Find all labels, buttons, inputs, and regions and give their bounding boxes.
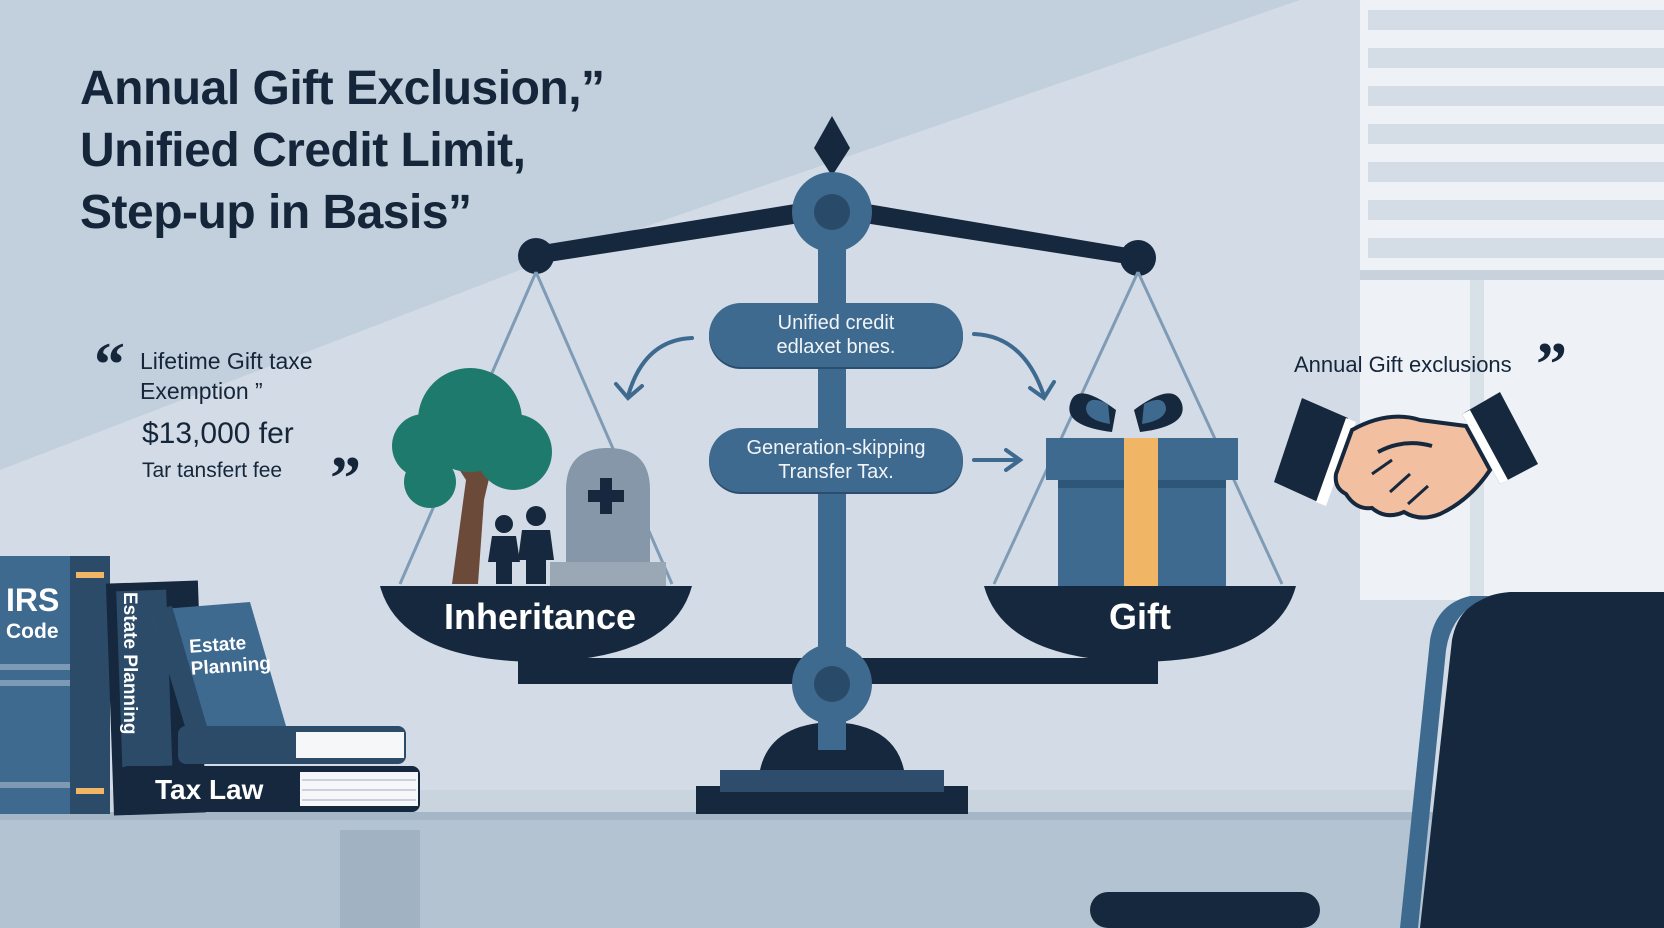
left-callout-amount: $13,000 fer: [142, 417, 294, 450]
generation-skipping-line-1: Generation-skipping: [746, 437, 926, 459]
gravestone-icon: [550, 448, 666, 586]
left-callout-line-2: Exemption ”: [140, 378, 263, 404]
gift-pan-label: Gift: [1109, 596, 1171, 637]
window-blinds: [1360, 0, 1664, 600]
headline: Annual Gift Exclusion,” Unified Credit L…: [80, 58, 605, 244]
left-callout-subtext: Tar tansfert fee: [142, 459, 283, 482]
tree-icon: [392, 368, 552, 584]
headline-line-3: Step-up in Basis”: [80, 186, 472, 239]
book-stack: [0, 556, 420, 816]
unified-credit-line-2: edlaxet bnes.: [776, 336, 896, 358]
left-callout-line-1: Lifetime Gift taxe: [140, 348, 313, 374]
balance-scale-icon: [380, 116, 1296, 814]
generation-skipping-label: Generation-skipping Transfer Tax.: [709, 428, 963, 492]
family-icon: [488, 506, 554, 584]
close-quote-mark: ”: [330, 445, 361, 513]
right-close-quote-mark: ”: [1536, 331, 1567, 399]
open-quote-mark: “: [94, 331, 125, 399]
handshake-icon: [1274, 392, 1538, 520]
unified-credit-line-1: Unified credit: [777, 312, 895, 334]
irs-book-title: IRS: [6, 582, 60, 618]
curved-arrow-icon: [614, 332, 1056, 472]
inheritance-pan-label: Inheritance: [443, 596, 637, 637]
headline-line-1: Annual Gift Exclusion,”: [80, 62, 605, 115]
unified-credit-label: Unified credit edlaxet bnes.: [709, 303, 963, 367]
office-chair: [1090, 592, 1664, 928]
left-callout: Lifetime Gift taxe Exemption ”: [140, 346, 313, 406]
gift-box-icon: [1046, 393, 1238, 586]
estate-planning-cover: Estate Planning: [189, 631, 272, 680]
right-callout: Annual Gift exclusions: [1294, 352, 1512, 377]
irs-book-subtitle: Code: [6, 620, 59, 643]
estate-planning-spine: Estate Planning: [119, 592, 140, 735]
headline-line-2: Unified Credit Limit,: [80, 124, 526, 177]
tax-law-book: Tax Law: [155, 774, 264, 805]
generation-skipping-line-2: Transfer Tax.: [778, 461, 894, 483]
